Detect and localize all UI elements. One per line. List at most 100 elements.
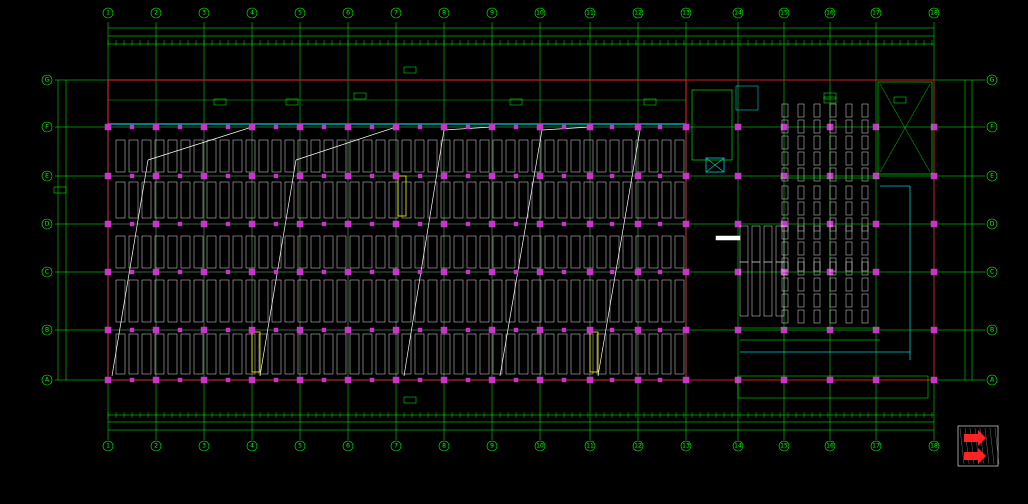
bay-outline xyxy=(155,271,205,331)
structural-column xyxy=(104,376,112,384)
axis-label-bottom: 13 xyxy=(682,443,690,450)
structural-column xyxy=(536,220,544,228)
axis-bubble-bottom xyxy=(632,440,644,452)
parking-stall xyxy=(193,333,204,375)
parking-stall xyxy=(583,139,594,173)
ramp-diagonal xyxy=(147,126,253,161)
parking-stall xyxy=(674,333,685,375)
parking-stall xyxy=(232,333,243,375)
parking-stall xyxy=(622,235,633,269)
parking-stall xyxy=(466,333,477,375)
parking-stall xyxy=(297,279,308,323)
structural-column-secondary xyxy=(273,124,279,130)
annotation-tag xyxy=(285,98,299,106)
structural-column xyxy=(344,172,352,180)
service-stall xyxy=(781,135,789,150)
structural-column xyxy=(536,172,544,180)
service-stall xyxy=(781,119,789,134)
structural-column xyxy=(780,172,788,180)
axis-label-bottom: 15 xyxy=(780,443,788,450)
axis-label-left: B xyxy=(45,327,49,334)
structural-column xyxy=(392,268,400,276)
parking-stall xyxy=(388,333,399,375)
service-stall xyxy=(845,225,853,240)
structural-column-secondary xyxy=(369,269,375,275)
parking-stall xyxy=(466,139,477,173)
parking-stall xyxy=(466,181,477,219)
parking-stall xyxy=(388,181,399,219)
service-stall xyxy=(845,167,853,182)
axis-bubble-right xyxy=(986,74,998,86)
axis-label-bottom: 11 xyxy=(586,443,594,450)
service-stall xyxy=(829,185,837,200)
annotation-tag xyxy=(353,92,367,100)
structural-column xyxy=(392,326,400,334)
parking-stall xyxy=(440,139,451,173)
parking-stall xyxy=(297,139,308,173)
parking-stall xyxy=(206,235,217,269)
structural-column xyxy=(200,326,208,334)
structural-column-secondary xyxy=(129,377,135,383)
parking-stall xyxy=(310,181,321,219)
service-stall xyxy=(813,309,821,324)
parking-stall xyxy=(206,139,217,173)
parking-stall xyxy=(557,279,568,323)
parking-stall xyxy=(544,181,555,219)
structural-column-secondary xyxy=(321,221,327,227)
axis-label-top: 3 xyxy=(202,10,206,17)
service-stall xyxy=(861,241,869,256)
label-block xyxy=(715,235,741,241)
parking-stall xyxy=(362,181,373,219)
parking-stall xyxy=(479,279,490,323)
structural-column xyxy=(200,123,208,131)
structural-column xyxy=(344,220,352,228)
structural-column-secondary xyxy=(609,124,615,130)
structural-column xyxy=(440,326,448,334)
parking-stall xyxy=(310,279,321,323)
service-stall xyxy=(781,151,789,166)
parking-stall xyxy=(245,235,256,269)
parking-stall xyxy=(297,235,308,269)
axis-label-top: 5 xyxy=(298,10,302,17)
service-stall xyxy=(845,293,853,308)
service-stall xyxy=(845,185,853,200)
structural-column xyxy=(536,376,544,384)
parking-stall xyxy=(206,333,217,375)
parking-stall xyxy=(271,181,282,219)
structural-column xyxy=(634,376,642,384)
service-stall xyxy=(845,241,853,256)
service-stall xyxy=(813,225,821,240)
structural-column xyxy=(392,172,400,180)
parking-stall xyxy=(635,181,646,219)
parking-stall xyxy=(219,139,230,173)
service-stall xyxy=(813,261,821,276)
structural-column-secondary xyxy=(321,269,327,275)
annotation-tag xyxy=(213,98,227,106)
service-stall xyxy=(797,103,805,118)
service-stall xyxy=(861,151,869,166)
structural-column-secondary xyxy=(225,221,231,227)
structural-column-secondary xyxy=(129,173,135,179)
service-stall xyxy=(861,277,869,292)
parking-stall xyxy=(401,235,412,269)
axis-label-left: C xyxy=(45,269,49,276)
parking-stall xyxy=(115,235,126,269)
structural-column-secondary xyxy=(225,269,231,275)
parking-stall xyxy=(258,181,269,219)
service-stall xyxy=(813,135,821,150)
parking-stall xyxy=(193,279,204,323)
bay-outline xyxy=(539,271,591,331)
structural-column-secondary xyxy=(417,221,423,227)
parking-stall xyxy=(115,333,126,375)
parking-stall xyxy=(622,181,633,219)
parking-stall xyxy=(323,333,334,375)
parking-stall xyxy=(479,333,490,375)
structural-column xyxy=(586,376,594,384)
parking-stall xyxy=(349,333,360,375)
parking-stall xyxy=(661,333,672,375)
parking-stall xyxy=(453,235,464,269)
structural-column xyxy=(872,376,880,384)
structural-column-secondary xyxy=(513,173,519,179)
structural-column-secondary xyxy=(561,221,567,227)
axis-bubble-bottom xyxy=(486,440,498,452)
